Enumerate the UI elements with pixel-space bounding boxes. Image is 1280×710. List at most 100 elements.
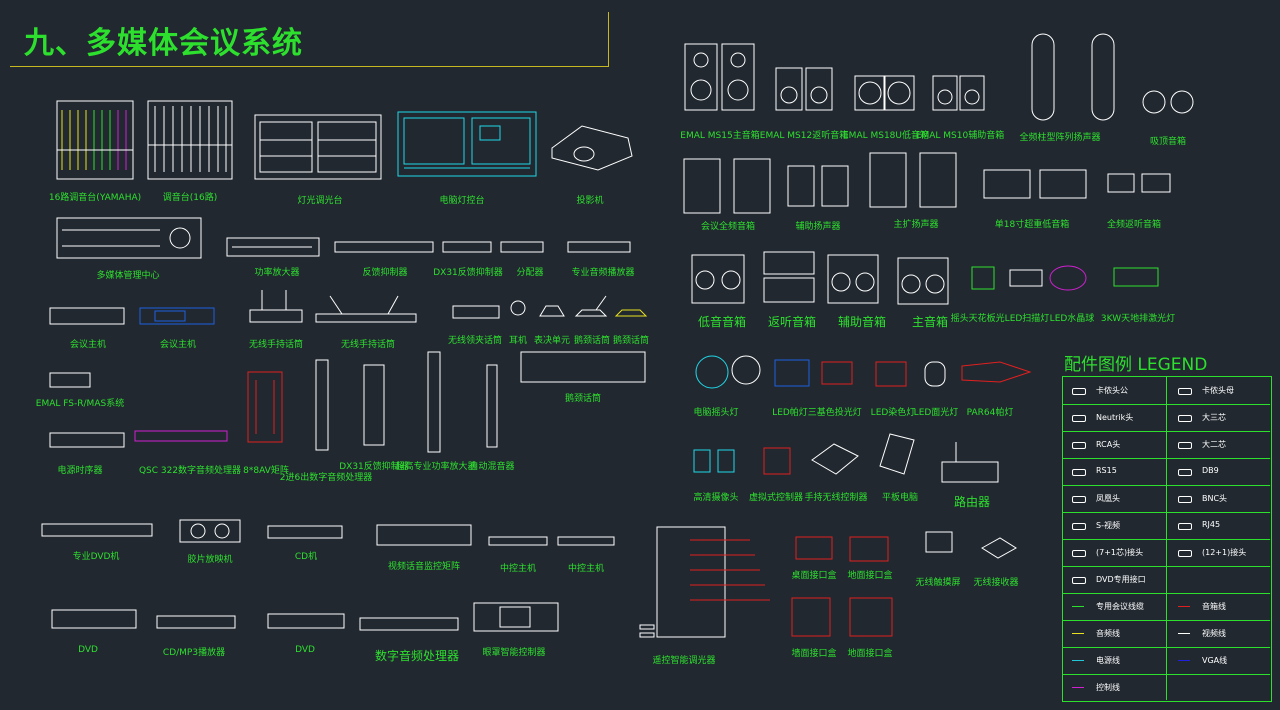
wall-box-drawing (791, 597, 831, 637)
legend-item-label: DB9 (1202, 466, 1219, 475)
dvd-pro-drawing (41, 523, 153, 537)
device-label: 无线领夹话筒 (447, 336, 503, 346)
device-label: 中控主机 (567, 564, 605, 574)
device-label: EMAL FS-R/MAS系统 (35, 399, 125, 409)
crystal-drawing (1049, 265, 1087, 291)
device-label: 无线接收器 (973, 578, 1019, 588)
device-label: 鹅颈话筒 (612, 336, 650, 346)
legend-item-label: BNC头 (1202, 494, 1228, 503)
legend-item-label: (12+1)接头 (1202, 548, 1247, 557)
connector-icon (1178, 415, 1192, 422)
legend-item-label: 大三芯 (1202, 413, 1226, 422)
device-label: LED染色灯 (870, 408, 916, 418)
device-label: 会议主机 (159, 340, 197, 350)
dsp-drawing (359, 617, 459, 631)
matrix-drawing (247, 371, 283, 443)
film-drawing (179, 519, 241, 543)
connector-icon (1178, 550, 1192, 557)
central-ctrl2-drawing (557, 536, 615, 546)
voting-drawing (539, 305, 565, 317)
sub18-drawing (983, 169, 1087, 199)
device-label: 3KW天地排激光灯 (1100, 314, 1176, 324)
computer-light-console-drawing (397, 111, 537, 177)
device-label: 返听音箱 (767, 315, 817, 329)
legend-item-label: 大二芯 (1202, 440, 1226, 449)
ms15-drawing (684, 43, 755, 111)
ceiling-spk-drawing (1142, 90, 1194, 114)
lavalier-drawing (452, 305, 500, 319)
connector-icon (1072, 415, 1086, 422)
connector-icon (1072, 496, 1086, 503)
cdmp3-drawing (156, 615, 236, 629)
page-title: 九、多媒体会议系统 (24, 26, 303, 61)
legend-item-label: 卡侬头公 (1096, 386, 1128, 395)
device-label: 手持无线控制器 (804, 493, 868, 503)
device-label: 8*8AV矩阵 (243, 466, 289, 476)
legend-item-label: 电源线 (1096, 656, 1120, 665)
connector-icon (1072, 577, 1086, 584)
device-label: PAR64帕灯 (966, 408, 1014, 418)
device-label: DX31反馈抑制器 (339, 462, 409, 472)
ms12-drawing (775, 67, 833, 111)
amp-drawing (226, 237, 320, 257)
device-label: 路由器 (953, 495, 991, 509)
legend-item-label: RJ45 (1202, 520, 1221, 529)
lighting-console-drawing (254, 114, 382, 180)
device-label: 16路调音台(YAMAHA) (48, 193, 142, 203)
device-label: 辅助音箱 (837, 315, 887, 329)
device-label: DVD (78, 645, 98, 655)
device-label: 主音箱 (911, 315, 949, 329)
device-label: 耳机 (508, 336, 528, 346)
device-label: 专业DVD机 (72, 552, 120, 562)
aux-drawing (827, 254, 879, 304)
eye-ctrl-drawing (473, 602, 559, 632)
device-label: 电源时序器 (57, 466, 103, 476)
receiver-drawing (981, 537, 1017, 559)
legend-item-label: 音箱线 (1202, 602, 1226, 611)
device-label: 吸顶音箱 (1149, 137, 1187, 147)
power-amp-drawing (427, 351, 441, 453)
mixer-drawing (147, 100, 233, 180)
main-drawing (897, 257, 949, 305)
tablet-drawing (879, 433, 915, 475)
device-label: 平板电脑 (881, 493, 919, 503)
device-label: EMAL MS10辅助音箱 (915, 131, 1005, 141)
column-speaker-drawing (1031, 33, 1115, 121)
cam-drawing (693, 449, 735, 473)
device-label: 全频返听音箱 (1106, 220, 1162, 230)
qsc-drawing (134, 430, 228, 442)
power-seq-drawing (49, 432, 125, 448)
device-label: 摇头天花板光LED扫描灯 (950, 314, 1050, 324)
connector-icon (1072, 523, 1086, 530)
virtual-ctrl-drawing (763, 447, 791, 475)
legend-row-divider (1062, 620, 1270, 621)
dvd2-drawing (267, 613, 345, 629)
device-label: 会议主机 (69, 340, 107, 350)
legend-item-label: RCA头 (1096, 440, 1121, 449)
return-drawing (763, 251, 815, 303)
ms10-drawing (932, 75, 985, 111)
device-label: 中控主机 (499, 564, 537, 574)
device-label: 地面接口盒 (847, 649, 893, 659)
emal-system-drawing (49, 372, 91, 388)
connector-icon (1178, 469, 1192, 476)
device-label: 调音台(16路) (162, 193, 218, 203)
legend-item-label: S-视频 (1096, 521, 1120, 530)
device-label: 无线手持话筒 (248, 340, 304, 350)
device-label: 分配器 (516, 268, 544, 278)
router-drawing (941, 442, 999, 483)
connector-icon (1178, 388, 1192, 395)
legend-line-swatch (1178, 633, 1190, 634)
connector-icon (1072, 469, 1086, 476)
legend-row-divider (1062, 431, 1270, 432)
device-label: 专业音频播放器 (571, 268, 635, 278)
device-label: CD机 (294, 552, 318, 562)
connector-icon (1072, 388, 1086, 395)
floor-box2-drawing (849, 597, 893, 637)
device-label: 2进6出数字音频处理器 (279, 473, 373, 483)
legend-line-swatch (1072, 687, 1084, 688)
projector-drawing (551, 125, 633, 171)
device-label: 电脑摇头灯 (693, 408, 739, 418)
device-label: 全频柱型阵列扬声器 (1019, 133, 1101, 143)
legend-line-swatch (1072, 660, 1084, 661)
